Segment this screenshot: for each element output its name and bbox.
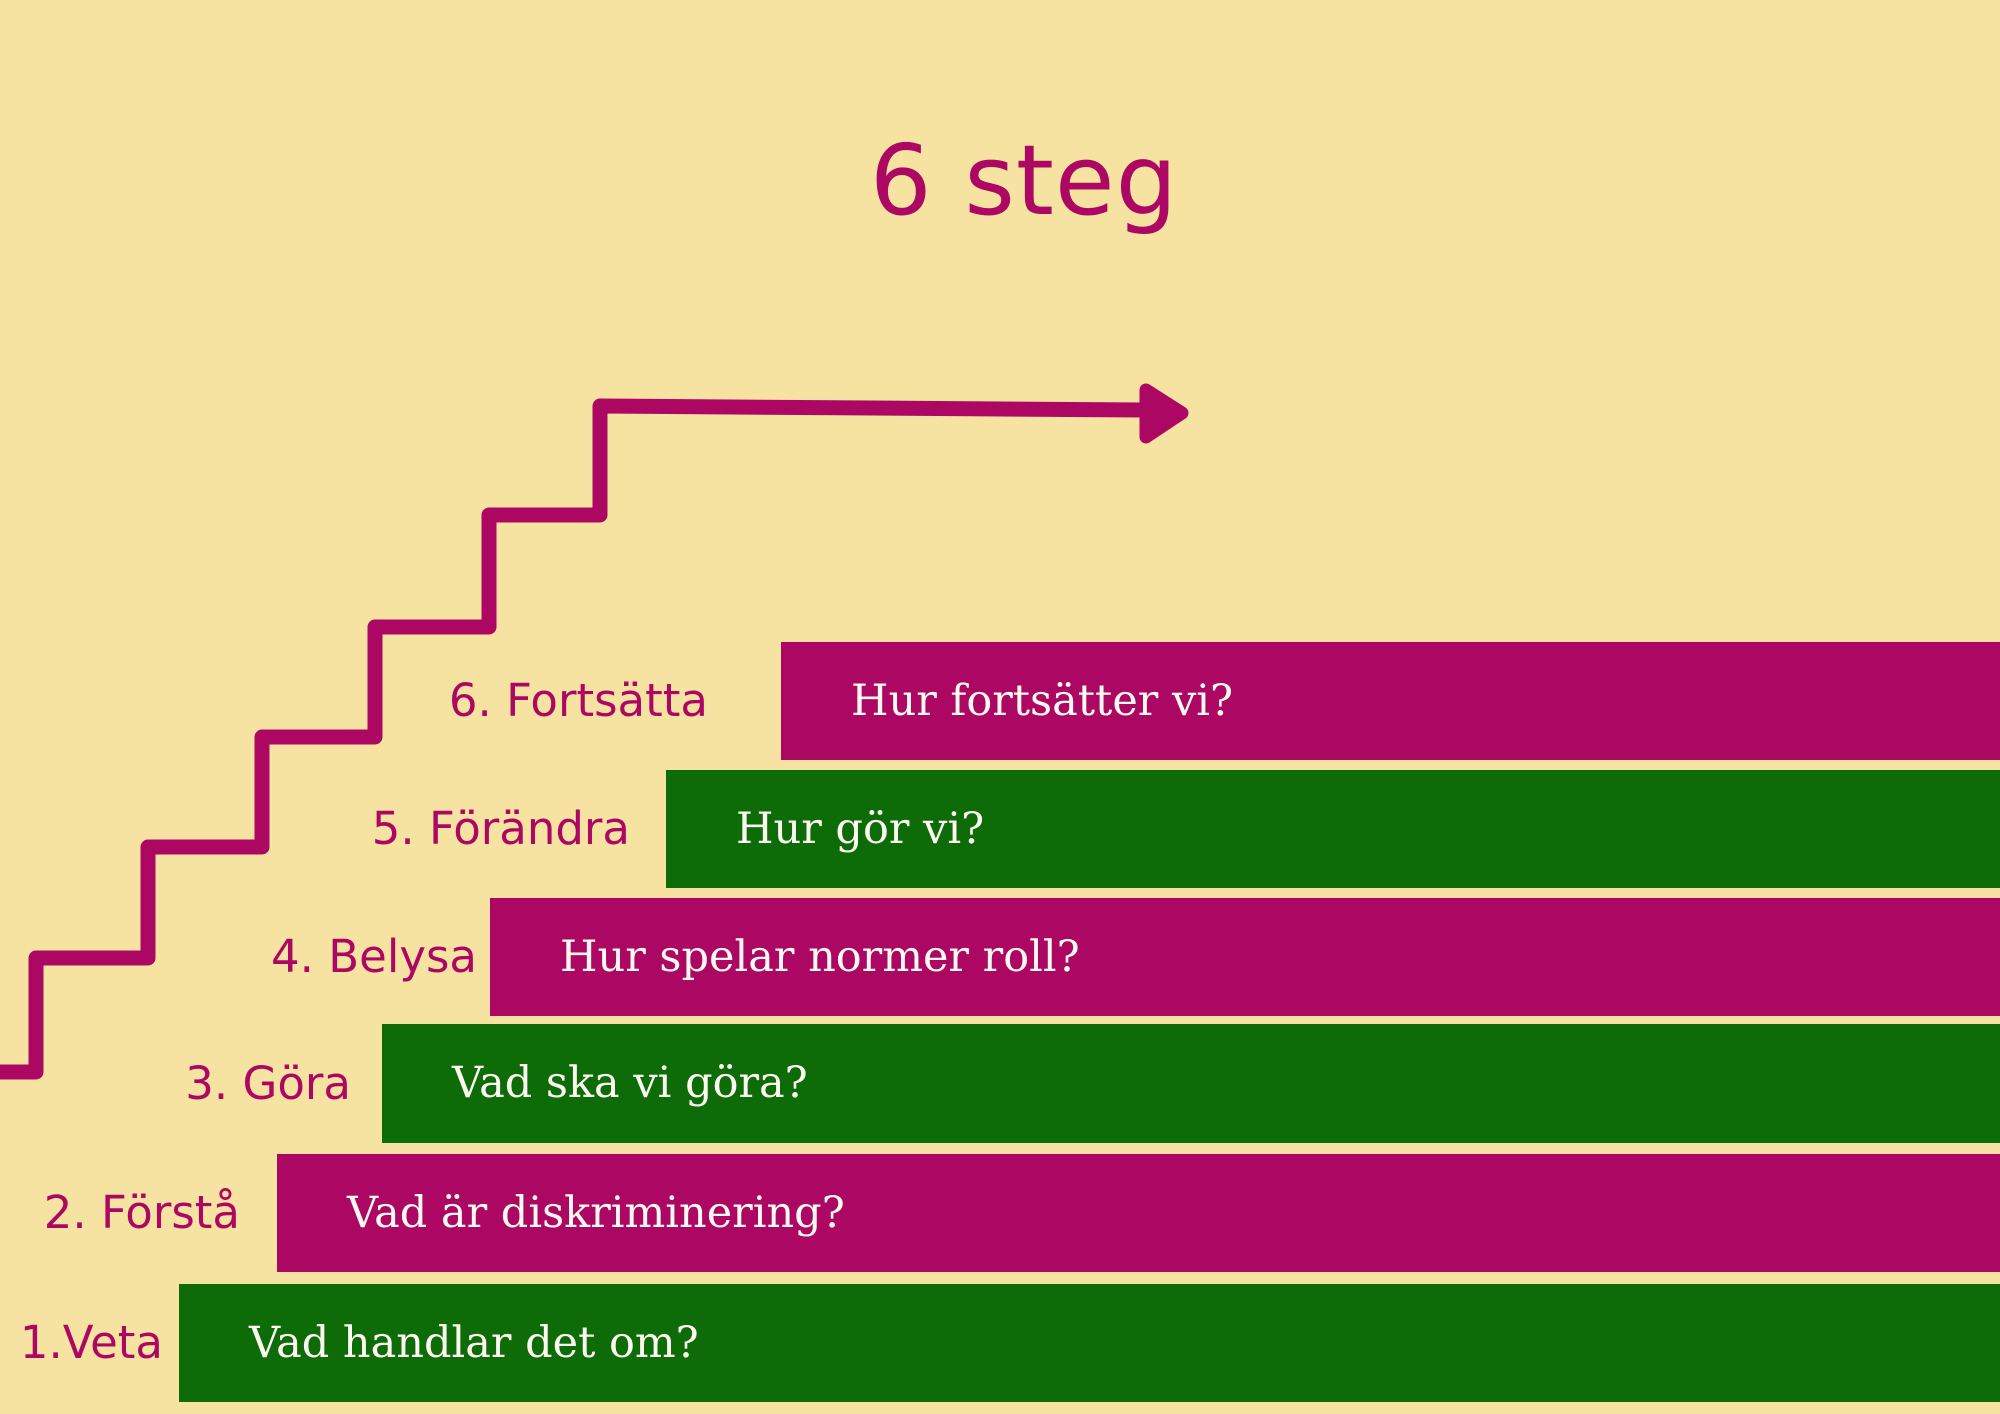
page-title: 6 steg <box>869 124 1179 237</box>
step-question-4: Hur spelar normer roll? <box>560 932 1080 982</box>
step-bar-6: Hur fortsätter vi? <box>781 642 2000 760</box>
step-question-5: Hur gör vi? <box>736 804 985 854</box>
step-label-6: 6. Fortsätta <box>448 674 708 727</box>
step-bar-3: Vad ska vi göra? <box>382 1024 2000 1143</box>
arrow-head-icon <box>1139 383 1189 444</box>
step-question-3: Vad ska vi göra? <box>452 1058 808 1108</box>
step-label-4: 4. Belysa <box>271 930 477 983</box>
staircase-line <box>0 398 1150 1080</box>
step-label-1: 1.Veta <box>19 1316 163 1369</box>
step-label-3: 3. Göra <box>185 1057 351 1110</box>
step-question-2: Vad är diskriminering? <box>347 1188 845 1238</box>
step-bar-5: Hur gör vi? <box>666 770 2000 888</box>
step-question-1: Vad handlar det om? <box>249 1318 699 1368</box>
step-bar-4: Hur spelar normer roll? <box>490 898 2000 1016</box>
step-label-2: 2. Förstå <box>43 1186 240 1239</box>
step-bar-1: Vad handlar det om? <box>179 1284 2000 1402</box>
step-bar-2: Vad är diskriminering? <box>277 1154 2000 1272</box>
step-label-5: 5. Förändra <box>371 802 630 855</box>
step-question-6: Hur fortsätter vi? <box>851 676 1234 726</box>
